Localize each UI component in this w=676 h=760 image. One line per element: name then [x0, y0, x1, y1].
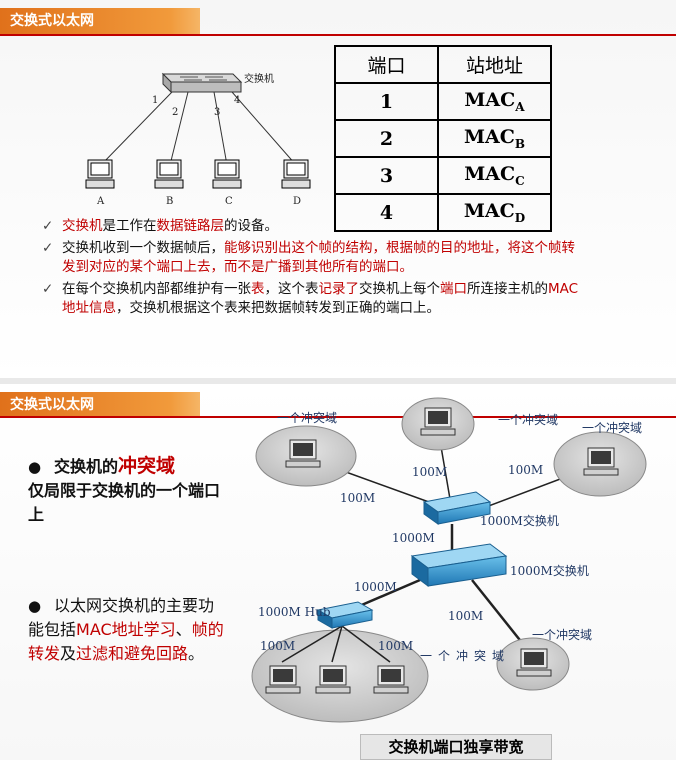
caption: 交换机端口独享带宽: [360, 734, 552, 760]
link-speed-label: 100M: [508, 463, 543, 477]
host-label: C: [225, 196, 233, 207]
switch-icon: [161, 72, 243, 94]
switch-label: 1000M交换机: [510, 563, 589, 578]
switch-icon: [422, 491, 492, 525]
cable-3: [213, 91, 228, 166]
column-header: 端口: [334, 45, 439, 84]
port-cell: 1: [334, 82, 439, 121]
list-item: ✓ 交换机是工作在数据链路层的设备。: [42, 218, 278, 234]
collision-domain-label: 一个冲突域: [582, 420, 642, 435]
checkmark-icon: ✓: [42, 281, 54, 297]
collision-domain-label: 一个冲突域: [277, 410, 337, 425]
table-row: 4 MACD: [334, 193, 552, 232]
computer-icon: [281, 159, 311, 189]
mac-cell: MACA: [437, 82, 552, 121]
switch-topology-diagram: 交换机 1 2 3 4 A B C D: [85, 72, 311, 207]
table-row: 3 MACC: [334, 156, 552, 195]
host-label: D: [293, 196, 301, 207]
mac-cell: MACC: [437, 156, 552, 195]
switch-label: 1000M交换机: [480, 513, 559, 528]
checkmark-icon: ✓: [42, 240, 54, 256]
hub-label: 1000M Hub: [258, 605, 331, 619]
collision-domain: [255, 425, 357, 487]
title-rule: [0, 416, 676, 418]
link-speed-label: 100M: [412, 465, 447, 479]
checkmark-icon: ✓: [42, 218, 54, 234]
link-speed-label: 1000M: [354, 580, 397, 594]
port-cell: 2: [334, 119, 439, 158]
slide-switched-ethernet-2: 交换式以太网 ●交换机的冲突域 仅局限于交换机的一个端口上 ●以太网交换机的主要…: [0, 384, 676, 760]
bullet-icon: ●: [28, 458, 42, 476]
cable-4: [231, 91, 297, 166]
collision-domain-label: 一个冲突域: [532, 627, 592, 642]
link-speed-label: 1000M: [392, 531, 435, 545]
switch-icon: [410, 543, 508, 587]
port-label: 1: [152, 95, 158, 106]
mac-cell: MACB: [437, 119, 552, 158]
collision-domain: [553, 431, 647, 497]
cable-1: [100, 91, 173, 166]
point-collision-domain: ●交换机的冲突域 仅局限于交换机的一个端口上: [28, 455, 221, 524]
port-label: 2: [172, 107, 178, 118]
point-main-functions: ●以太网交换机的主要功能包括MAC地址学习、帧的转发及过滤和避免回路。: [28, 596, 224, 663]
link-speed-label: 100M: [448, 609, 483, 623]
slide-title: 交换式以太网: [0, 8, 200, 34]
slide-title: 交换式以太网: [0, 392, 200, 418]
collision-domain-label: 一个冲突域: [498, 412, 558, 427]
collision-domain-label: 一个冲突域: [420, 648, 510, 663]
host-label: B: [166, 196, 173, 207]
collision-domain: [251, 625, 429, 723]
host-label: A: [96, 196, 105, 207]
computer-icon: [85, 159, 115, 189]
link-speed-label: 100M: [260, 639, 295, 653]
list-item: ✓ 在每个交换机内部都维护有一张表，这个表记录了交换机上每个端口所连接主机的MA…: [42, 281, 579, 316]
slide-switched-ethernet-1: 交换式以太网 交换机 1 2 3 4 A: [0, 0, 676, 380]
collision-domain: [401, 397, 475, 451]
mac-address-table: 端口 站地址 1 MACA 2 MACB 3 MACC 4 MACD: [334, 45, 552, 232]
mac-cell: MACD: [437, 193, 552, 232]
switch-label: 交换机: [244, 72, 274, 85]
bullet-icon: ●: [28, 597, 42, 615]
table-header-row: 端口 站地址: [334, 45, 552, 84]
table-row: 1 MACA: [334, 82, 552, 121]
hub-icon: [316, 601, 374, 629]
link-speed-label: 100M: [378, 639, 413, 653]
port-cell: 4: [334, 193, 439, 232]
network-topology-diagram: 一个冲突域 一个冲突域 一个冲突域 一个冲突域 一个冲突域 100M 100M …: [251, 397, 647, 723]
slide-separator: [0, 378, 676, 386]
column-header: 站地址: [437, 45, 552, 84]
title-rule: [0, 34, 676, 36]
port-label: 3: [214, 107, 220, 118]
port-label: 4: [234, 95, 240, 106]
collision-domain: [496, 637, 570, 691]
cable-2: [169, 91, 189, 166]
computer-icon: [212, 159, 242, 189]
computer-icon: [154, 159, 184, 189]
link-speed-label: 100M: [340, 491, 375, 505]
bullet-list: ✓ 交换机是工作在数据链路层的设备。 ✓ 交换机收到一个数据帧后，能够识别出这个…: [42, 217, 582, 321]
port-cell: 3: [334, 156, 439, 195]
table-row: 2 MACB: [334, 119, 552, 158]
list-item: ✓ 交换机收到一个数据帧后，能够识别出这个帧的结构，根据帧的目的地址，将这个帧转…: [42, 240, 575, 275]
